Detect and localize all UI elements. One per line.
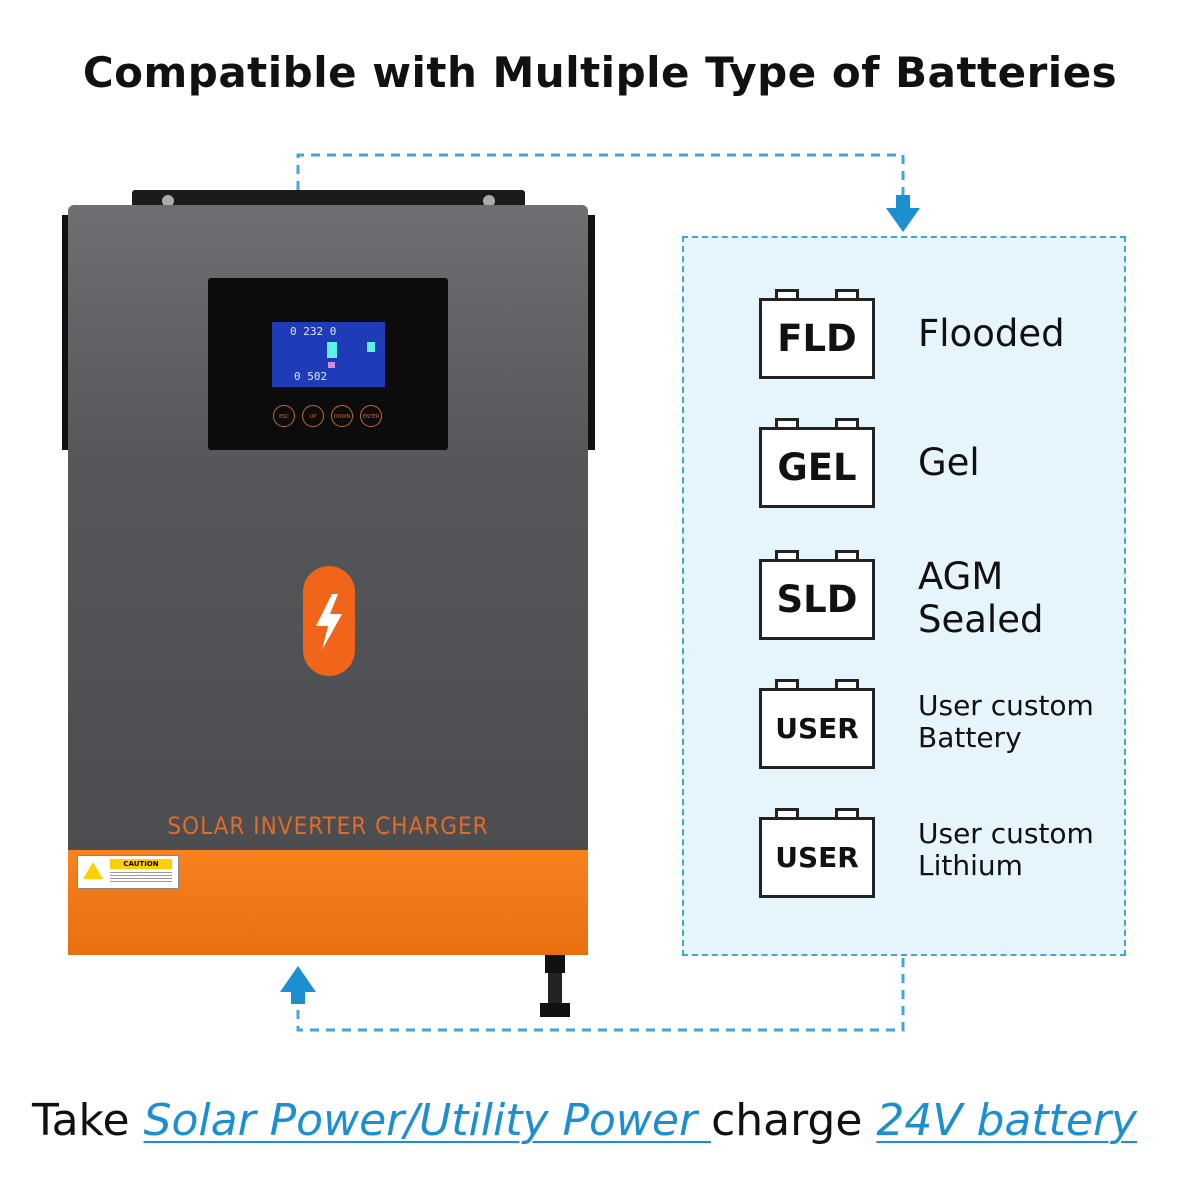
battery-type-line: Lithium bbox=[918, 849, 1023, 883]
battery-type-label: User custom Battery bbox=[918, 689, 1094, 755]
battery-type-label: AGM Sealed bbox=[918, 555, 1044, 641]
battery-type-line: AGM bbox=[918, 555, 1004, 598]
bottom-caption: Take Solar Power/Utility Power charge 24… bbox=[32, 1095, 1137, 1146]
warning-icon bbox=[83, 862, 103, 879]
caution-heading: CAUTION bbox=[110, 859, 172, 869]
caption-prefix: Take bbox=[32, 1095, 144, 1146]
load-icon bbox=[328, 362, 335, 368]
esc-button[interactable]: ESC bbox=[273, 405, 295, 427]
enter-button[interactable]: ENTER bbox=[360, 405, 382, 427]
battery-code: SLD bbox=[759, 559, 875, 640]
caution-fine-print bbox=[110, 872, 172, 882]
down-button[interactable]: DOWN bbox=[331, 405, 353, 427]
battery-type-line: Flooded bbox=[918, 312, 1065, 355]
battery-sld-icon: SLD bbox=[759, 550, 875, 640]
cable-connector bbox=[540, 955, 570, 1017]
battery-type-label: Flooded bbox=[918, 312, 1065, 356]
arrow-down-icon bbox=[886, 195, 920, 232]
battery-code: USER bbox=[759, 817, 875, 898]
caution-sticker: CAUTION bbox=[77, 855, 179, 889]
caption-battery-voltage: 24V battery bbox=[876, 1095, 1138, 1146]
up-button[interactable]: UP bbox=[302, 405, 324, 427]
battery-type-label: Gel bbox=[918, 441, 980, 485]
battery-code: FLD bbox=[759, 298, 875, 379]
battery-types-panel bbox=[682, 236, 1126, 956]
battery-type-label: User custom Lithium bbox=[918, 817, 1094, 883]
battery-type-line: User custom bbox=[918, 817, 1094, 850]
battery-type-line: Gel bbox=[918, 441, 980, 484]
battery-type-line: Sealed bbox=[918, 597, 1044, 641]
battery-user-lithium-icon: USER bbox=[759, 808, 875, 898]
lcd-top-readout: 0 232 0 bbox=[290, 325, 337, 338]
caption-power-sources: Solar Power/Utility Power bbox=[143, 1095, 712, 1146]
product-label: SOLAR INVERTER CHARGER bbox=[167, 812, 489, 840]
lcd-display: 0 232 0 0 502 bbox=[272, 322, 385, 387]
lightning-badge bbox=[303, 566, 355, 676]
arrow-up-icon bbox=[280, 966, 316, 1004]
battery-fld-icon: FLD bbox=[759, 289, 875, 379]
caption-middle: charge bbox=[711, 1095, 877, 1146]
battery-code: USER bbox=[759, 688, 875, 769]
battery-code: GEL bbox=[759, 427, 875, 508]
battery-type-line: User custom bbox=[918, 689, 1094, 722]
page-title: Compatible with Multiple Type of Batteri… bbox=[82, 48, 1118, 97]
battery-user-icon: USER bbox=[759, 679, 875, 769]
pv-icon bbox=[367, 342, 375, 352]
battery-gel-icon: GEL bbox=[759, 418, 875, 508]
lcd-bottom-readout: 0 502 bbox=[294, 370, 328, 383]
lightning-bolt-icon bbox=[316, 594, 342, 650]
battery-type-line: Battery bbox=[918, 721, 1022, 755]
battery-icon bbox=[327, 342, 337, 358]
